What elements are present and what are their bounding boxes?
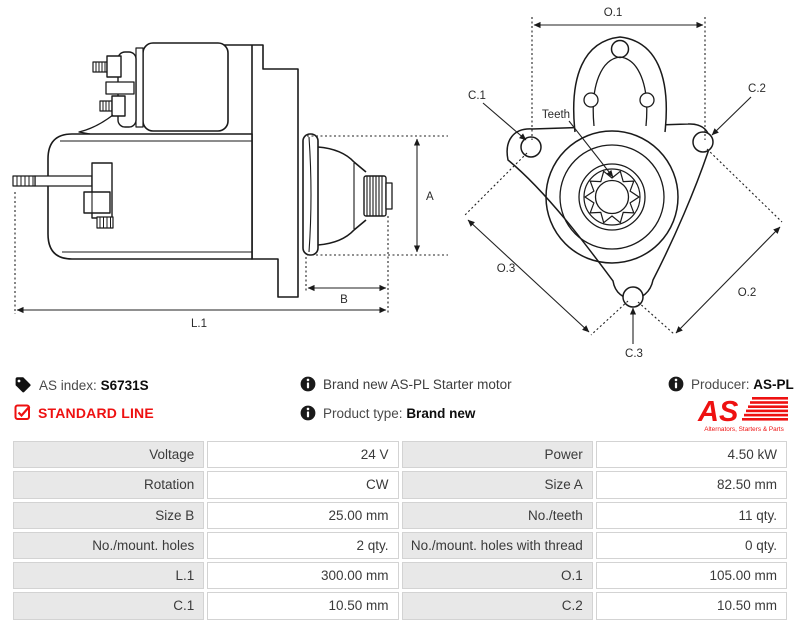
spec-value: 0 qty. [595, 531, 787, 560]
spec-label: No./mount. holes [13, 531, 205, 560]
product-type: Product type: Brand new [300, 405, 475, 421]
dim-label-c1: C.1 [468, 90, 486, 102]
info-icon [300, 376, 316, 392]
producer-value: AS-PL [753, 376, 794, 392]
spec-value: 4.50 kW [595, 441, 787, 469]
dim-label-a: A [426, 191, 434, 203]
table-row: C.1 10.50 mm C.2 10.50 mm [13, 592, 787, 620]
standard-line-badge: STANDARD LINE [14, 404, 154, 421]
motor-outline [12, 42, 393, 298]
dim-label-c2: C.2 [748, 83, 766, 95]
spec-value: 300.00 mm [207, 562, 399, 590]
tag-icon [15, 377, 31, 393]
spec-label: No./mount. holes with thread [401, 531, 593, 560]
spec-value: 11 qty. [595, 501, 787, 529]
dim-label-o1: O.1 [604, 7, 623, 19]
side-view-dimension-lines [14, 135, 448, 314]
starter-side-view-drawing: A B L.1 [12, 42, 448, 330]
product-type-value: Brand new [406, 405, 476, 421]
product-info-bar: AS index: S6731S STANDARD LINE Brand new… [0, 372, 800, 438]
table-row: Voltage 24 V Power 4.50 kW [13, 441, 787, 469]
spec-value: 105.00 mm [595, 562, 787, 590]
as-index-label: AS index: [39, 377, 97, 393]
spec-label: Size A [401, 471, 593, 499]
producer: Producer: AS-PL [668, 376, 794, 392]
info-icon [300, 405, 316, 421]
as-index: AS index: S6731S [14, 376, 149, 394]
dim-label-c3: C.3 [625, 348, 643, 360]
dim-label-teeth: Teeth [542, 109, 570, 121]
spec-value: CW [207, 471, 399, 499]
description-text: Brand new AS-PL Starter motor [323, 376, 512, 392]
spec-value: 24 V [207, 441, 399, 469]
as-index-value: S6731S [100, 377, 149, 393]
table-row: L.1 300.00 mm O.1 105.00 mm [13, 562, 787, 590]
spec-table: Voltage 24 V Power 4.50 kW Rotation CW S… [10, 438, 790, 623]
spec-value: 2 qty. [207, 531, 399, 560]
spec-label: No./teeth [401, 501, 593, 529]
spec-label: Rotation [13, 471, 205, 499]
checked-checkbox-icon [14, 404, 31, 420]
product-type-label: Product type: [323, 405, 403, 421]
info-icon [668, 376, 684, 392]
dim-label-l1: L.1 [191, 318, 207, 330]
technical-drawings: A B L.1 [12, 7, 783, 360]
spec-value: 82.50 mm [595, 471, 787, 499]
spec-label: C.2 [401, 592, 593, 620]
table-row: Rotation CW Size A 82.50 mm [13, 471, 787, 499]
product-description: Brand new AS-PL Starter motor [300, 376, 512, 392]
as-pl-logo: AS Alternators, Starters & Parts [696, 394, 792, 439]
spec-value: 10.50 mm [207, 592, 399, 620]
spec-label: O.1 [401, 562, 593, 590]
dim-label-o2: O.2 [738, 287, 757, 299]
flange-outline [506, 36, 714, 308]
front-view-dimension-lines [464, 17, 783, 344]
spec-label: L.1 [13, 562, 205, 590]
dim-label-b: B [340, 294, 348, 306]
spec-label: Voltage [13, 441, 205, 469]
spec-value: 10.50 mm [595, 592, 787, 620]
producer-label: Producer: [691, 376, 750, 392]
spec-label: Size B [13, 501, 205, 529]
standard-line-label: STANDARD LINE [38, 404, 154, 421]
table-row: Size B 25.00 mm No./teeth 11 qty. [13, 501, 787, 529]
starter-front-view-drawing: O.1 C.1 C.2 Teeth O.3 O.2 C.3 [464, 7, 783, 360]
table-row: No./mount. holes 2 qty. No./mount. holes… [13, 531, 787, 560]
dim-label-o3: O.3 [497, 263, 516, 275]
spec-value: 25.00 mm [207, 501, 399, 529]
logo-text: AS [697, 396, 739, 428]
spec-label: C.1 [13, 592, 205, 620]
logo-tagline: Alternators, Starters & Parts [704, 426, 784, 433]
spec-label: Power [401, 441, 593, 469]
as-pl-logo-graphic: AS Alternators, Starters & Parts [697, 396, 788, 433]
